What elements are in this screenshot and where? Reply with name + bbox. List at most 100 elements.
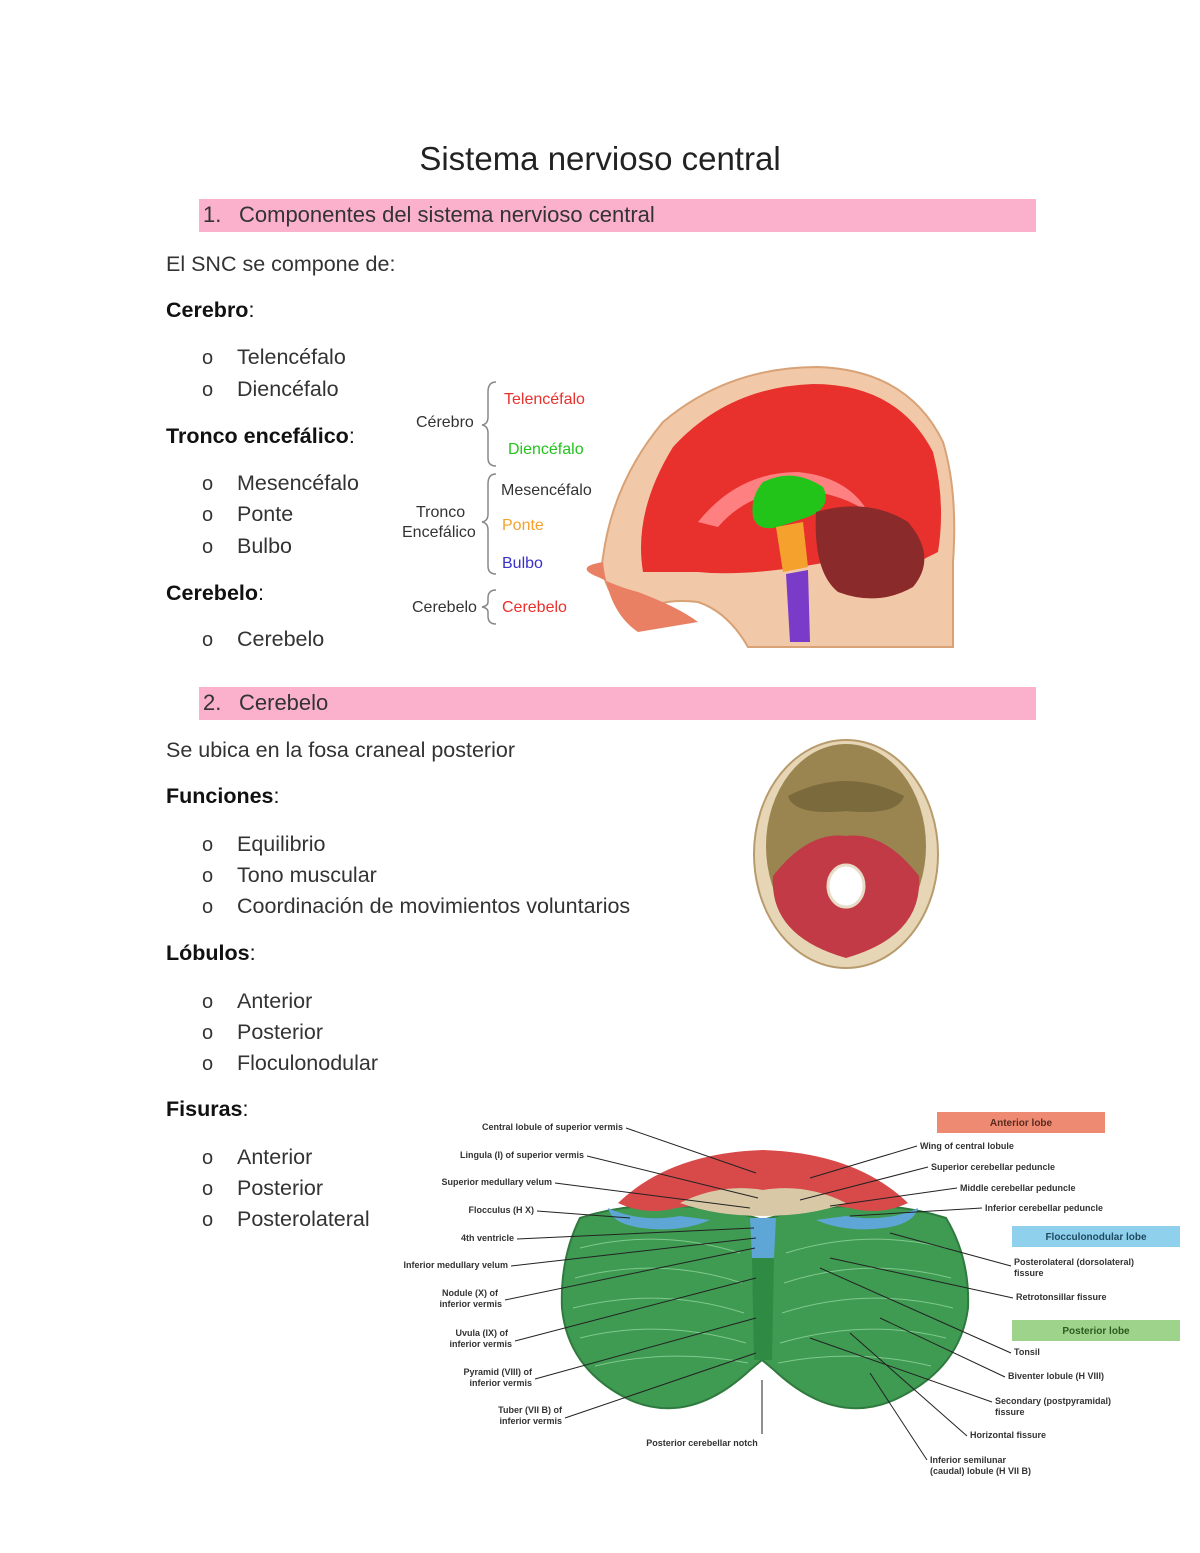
label-uvula-1: Uvula (IX) of — [455, 1328, 509, 1338]
flocculus-right — [816, 1208, 918, 1230]
bullet-icon: o — [202, 1053, 214, 1075]
legend-anterior-text: Anterior lobe — [990, 1118, 1053, 1129]
label-posterior-notch: Posterior cerebellar notch — [646, 1438, 758, 1448]
bullet-icon: o — [202, 896, 214, 918]
bullet-icon: o — [202, 1022, 214, 1044]
group-label-cerebro: Cerebro: — [166, 298, 255, 322]
anterior-lobe-region — [618, 1150, 908, 1214]
bullet-icon: o — [202, 991, 214, 1013]
label-cerebro: Cérebro — [416, 414, 474, 431]
brace-cerebelo — [481, 589, 497, 625]
bullet-icon: o — [202, 473, 214, 495]
label-mesencefalo: Mesencéfalo — [501, 482, 592, 499]
label-cerebelo-group: Cerebelo — [412, 599, 477, 616]
lobulos-label: Lóbulos: — [166, 941, 256, 965]
diencefalo-region — [752, 475, 826, 529]
vermis-region — [752, 1258, 774, 1360]
bulbo-region — [786, 570, 810, 642]
label-nodule-2: inferior vermis — [439, 1299, 502, 1309]
label-bulbo: Bulbo — [502, 555, 543, 572]
skull-base-figure — [753, 739, 939, 969]
label-horizontal-fissure: Horizontal fissure — [970, 1430, 1046, 1440]
bullet-icon: o — [202, 865, 214, 887]
bullet-icon: o — [202, 1147, 214, 1169]
section-1-number: 1. — [203, 202, 222, 227]
label-tuber-1: Tuber (VII B) of — [498, 1405, 563, 1415]
flocculus-left — [608, 1208, 710, 1230]
label-tronco-2: Encefálico — [402, 524, 476, 541]
ponte-region — [776, 522, 808, 572]
label-pyramid-2: inferior vermis — [469, 1378, 532, 1388]
bullet-icon: o — [202, 504, 214, 526]
nodule-region — [750, 1218, 776, 1258]
section-2-heading: 2.Cerebelo — [199, 687, 1036, 720]
label-secondary-fissure-1: Secondary (postpyramidal) — [995, 1396, 1111, 1406]
label-posterolateral-1: Posterolateral (dorsolateral) — [1014, 1257, 1134, 1267]
label-inferior-semilunar-1: Inferior semilunar — [930, 1455, 1007, 1465]
label-lingula: Lingula (I) of superior vermis — [460, 1150, 584, 1160]
label-tuber-2: inferior vermis — [499, 1416, 562, 1426]
label-inferior-semilunar-2: (caudal) lobule (H VII B) — [930, 1466, 1031, 1476]
legend-anterior-box — [937, 1112, 1105, 1133]
label-4th-ventricle: 4th ventricle — [461, 1233, 514, 1243]
leader-lines — [504, 1127, 1014, 1461]
label-diencefalo: Diencéfalo — [508, 441, 584, 458]
label-cerebelo-part: Cerebelo — [502, 599, 567, 616]
brain-sagittal-figure: Cérebro Tronco Encefálico Cerebelo Telen… — [402, 365, 956, 648]
funciones-label: Funciones: — [166, 784, 280, 808]
label-superior-peduncle: Superior cerebellar peduncle — [931, 1162, 1055, 1172]
label-middle-peduncle: Middle cerebellar peduncle — [960, 1183, 1076, 1193]
label-superior-medullary-velum: Superior medullary velum — [441, 1177, 552, 1187]
bullet-icon: o — [202, 1209, 214, 1231]
cerebelo-region — [815, 506, 925, 599]
bullet-icon: o — [202, 629, 214, 651]
corpus-callosum — [698, 472, 868, 527]
group-label-cerebelo: Cerebelo: — [166, 581, 264, 605]
label-inferior-peduncle: Inferior cerebellar peduncle — [985, 1203, 1103, 1213]
label-tronco-1: Tronco — [416, 504, 465, 521]
legend-posterior-box — [1012, 1320, 1180, 1341]
section-2-intro: Se ubica en la fosa craneal posterior — [166, 738, 515, 762]
label-retrotonsillar: Retrotonsillar fissure — [1016, 1292, 1107, 1302]
bullet-icon: o — [202, 379, 214, 401]
bullet-icon: o — [202, 536, 214, 558]
fisuras-label: Fisuras: — [166, 1097, 249, 1121]
label-pyramid-1: Pyramid (VIII) of — [463, 1367, 533, 1377]
label-secondary-fissure-2: fissure — [995, 1407, 1025, 1417]
section-1-heading-text: Componentes del sistema nervioso central — [239, 202, 655, 227]
section-1-intro: El SNC se compone de: — [166, 252, 396, 276]
label-telencefalo: Telencéfalo — [504, 391, 585, 408]
label-central-lobule: Central lobule of superior vermis — [482, 1122, 623, 1132]
label-uvula-2: inferior vermis — [449, 1339, 512, 1349]
label-nodule-1: Nodule (X) of — [442, 1288, 499, 1298]
section-1-heading: 1. Componentes del sistema nervioso centr… — [199, 199, 1036, 232]
legend-floculonodular-box — [1012, 1226, 1180, 1247]
label-ponte: Ponte — [502, 517, 544, 534]
nasal-region — [586, 562, 698, 632]
legend-posterior-text: Posterior lobe — [1062, 1326, 1130, 1337]
brace-tronco — [481, 473, 497, 575]
bullet-icon: o — [202, 834, 214, 856]
label-flocculus: Flocculus (H X) — [468, 1205, 534, 1215]
label-biventer: Biventer lobule (H VIII) — [1008, 1371, 1104, 1381]
peduncle-region — [680, 1188, 846, 1216]
brace-cerebro — [481, 381, 497, 467]
bullet-icon: o — [202, 1178, 214, 1200]
bullet-icon: o — [202, 347, 214, 369]
label-inferior-medullary-velum: Inferior medullary velum — [403, 1260, 508, 1270]
cerebellum-figure: Anterior lobe Flocculonodular lobe Poste… — [403, 1112, 1180, 1476]
